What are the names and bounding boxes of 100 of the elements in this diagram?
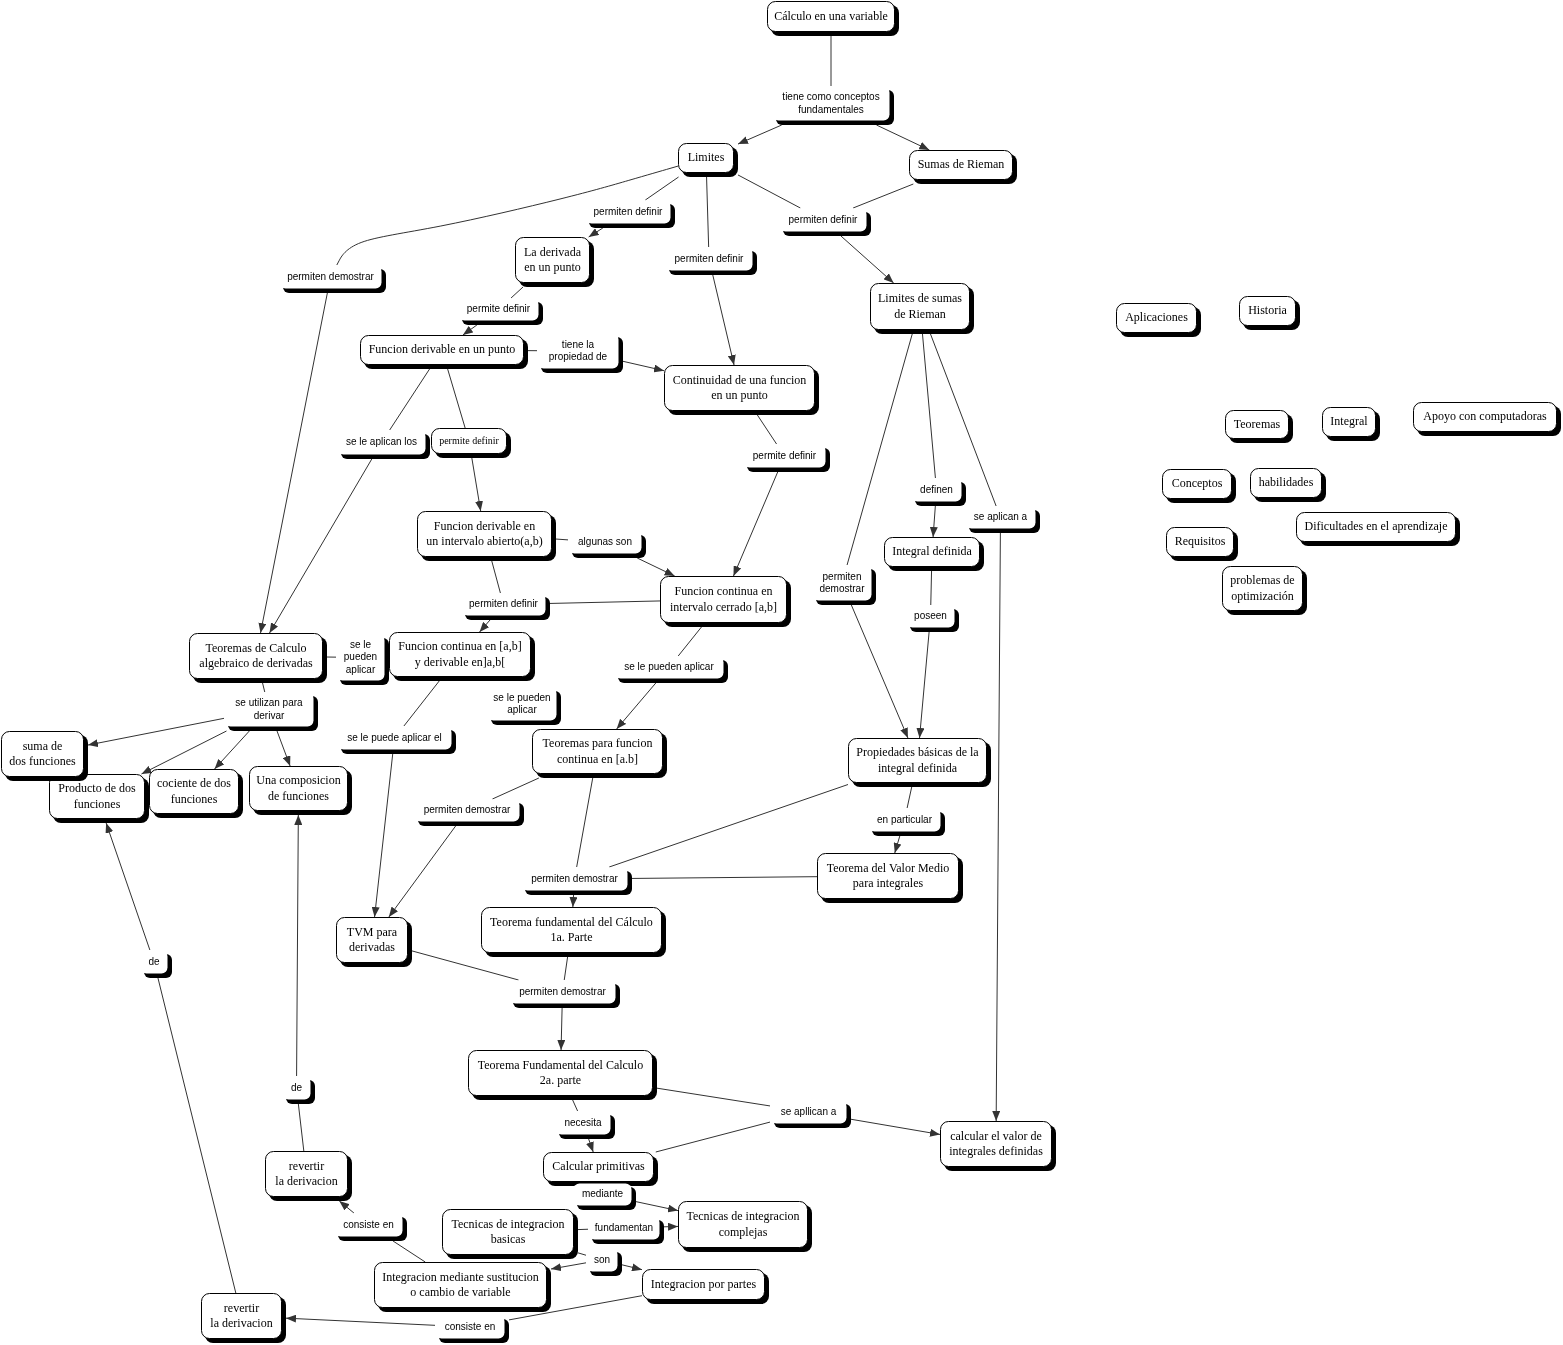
concept-box [389,632,535,681]
connector-line [326,656,337,658]
connector-line [921,333,936,479]
connector-line [830,35,832,87]
arrow [479,619,491,633]
concept-label: Funcion derivable en un intervalo abierto(a,b) [426,518,543,550]
arrow [712,274,736,366]
concept-label: Calcular primitivas [552,1159,645,1175]
linking-phrase-label: permiten demostrar [819,570,865,596]
concept-box [1413,402,1561,436]
concept-box [374,1262,551,1312]
linking-phrase-label: permiten definir [674,252,744,266]
concept-label: cociente de dos funciones [157,776,231,807]
concept-label: habilidades [1258,475,1314,491]
linking-phrase-label: necesita [564,1116,602,1130]
linking-phrase-label: permiten definir [593,205,663,219]
linking-phrase-label: en particular [877,813,932,827]
concept-label: problemas de optimización [1230,573,1295,604]
concept-box [481,907,666,957]
connector-line [157,977,237,1294]
linking-phrase-label: se le puede aplicar el [347,731,442,745]
concept-label: Dificultades en el aprendizaje [1304,519,1448,535]
concept-box [532,729,667,778]
concept-box [1250,468,1326,502]
concept-box [1225,410,1293,443]
connector-line [656,1087,771,1107]
connector-line [906,786,913,809]
connector-line [572,1099,579,1112]
concept-box [1239,296,1300,330]
concept-box [1116,303,1201,337]
concept-box [442,1209,578,1259]
arrow [471,457,483,512]
arrow [992,532,1001,1122]
concept-label: Funcion derivable en un punto [368,342,516,358]
arrow [338,1200,355,1214]
concept-label: Apoyo con computadoras [1423,409,1547,425]
concept-label: Teoremas [1233,416,1281,433]
concept-label: Teoremas de Calculo algebraico de derivadas [199,640,313,672]
concept-label: Una composicion de funciones [256,773,341,804]
concept-box [149,769,243,818]
arrow [929,505,938,538]
concept-box [1322,407,1380,441]
concept-box [817,853,963,903]
concept-box [265,1151,352,1201]
concept-box [678,143,738,177]
linking-phrase-label: permiten definir [788,213,858,227]
arrow [371,753,394,918]
concept-box [468,1050,657,1100]
concept-label: revertir la derivacion [275,1158,338,1190]
connector-line [389,368,431,431]
arrow [586,1138,594,1153]
concept-label: Teorema del Valor Medio para integrales [826,860,950,892]
connector-line [576,777,594,868]
arrow [840,235,895,284]
connector-line [631,876,818,879]
concept-label: Teorema fundamental del Cálculo 1a. Parte [490,914,653,946]
connector-line [411,950,520,981]
concept-label: Continuidad de una funcion en un punto [672,372,807,404]
connector-line [577,1252,587,1256]
concept-box [417,511,556,561]
arrow [588,227,604,238]
linking-phrase-label: consiste en [343,1218,394,1232]
concept-label: Teorema Fundamental del Calculo 2a. parte [477,1057,644,1089]
concept-label: La derivada en un punto [524,244,581,276]
concept-box [940,1121,1056,1171]
linking-phrase-label: fundamentan [594,1221,654,1235]
connector-line [655,1121,771,1153]
concept-label: Tecnicas de integracion basicas [451,1216,565,1248]
linking-phrase-label: mediante [581,1188,624,1201]
concept-label: Teoremas para funcion continua en [a.b] [542,736,653,767]
arrow [893,835,902,854]
connector-line [930,570,933,606]
concept-label: TVM para derivadas [346,924,398,956]
linking-phrase-label: se le pueden aplicar [343,638,378,677]
connector-line [608,784,849,868]
arrow [850,1118,941,1137]
arrow [388,825,457,918]
linking-phrase-label: permite definir [752,449,817,463]
concept-box [848,738,991,787]
arrow [141,730,227,775]
concept-box [1162,469,1236,503]
linking-phrase-label: permiten demostrar [531,872,618,886]
linking-phrase-label: tiene como conceptos fundamentales [782,91,880,116]
concept-box [360,335,528,369]
arrow [258,292,328,634]
connector-line [677,626,702,657]
arrow [550,1262,587,1272]
concept-label: permite definir [439,434,499,449]
connector-line [403,680,440,727]
connector-line [930,333,997,507]
connector-line [491,560,501,594]
concept-box [909,150,1017,184]
linking-phrase-label: permite definir [466,303,531,316]
connector-line [737,174,801,209]
arrow [622,360,665,373]
concept-label: suma de dos funciones [9,738,76,770]
concept-label: Tecnicas de integracion complejas [686,1209,800,1240]
linking-phrase-label: se le pueden aplicar [624,661,714,674]
linking-phrase-label: se apllican a [780,1105,837,1119]
concept-label: Conceptos [1171,476,1223,492]
